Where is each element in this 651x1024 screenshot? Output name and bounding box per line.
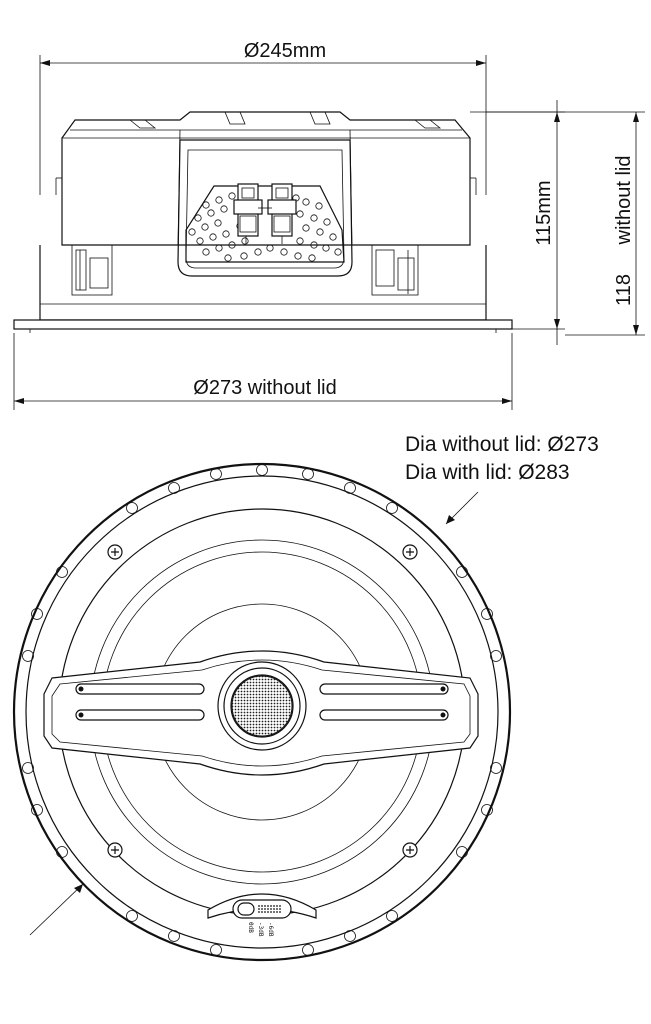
dim-top-245: Ø245mm: [39, 40, 487, 195]
dim-bottom-273: Ø273 without lid: [13, 333, 513, 410]
rim-holes: [22, 464, 502, 956]
side-view: Ø245mm: [13, 40, 645, 410]
note-dia-with-lid: Dia with lid: Ø283: [405, 461, 570, 484]
vent-holes: [188, 192, 342, 262]
screws: [107, 544, 418, 858]
dim-height-outer-note: without lid: [613, 156, 635, 246]
dim-height-outer-label: 118: [613, 274, 635, 306]
mount-clamp-right: [371, 244, 419, 296]
dim-height-115: 115mm: [470, 100, 565, 345]
terminal-posts: [233, 183, 297, 244]
level-switch-knob[interactable]: [237, 902, 255, 916]
level-switch: 0dB -3dB -6dB: [207, 893, 317, 937]
switch-label-0db: 0dB: [247, 922, 254, 933]
leader-line-lower: [29, 883, 84, 936]
speaker-body-side: [13, 111, 513, 333]
switch-label-3db: -3dB: [257, 922, 264, 937]
mount-clamp-left: [71, 244, 113, 296]
front-view: Dia without lid: Ø273 Dia with lid: Ø283: [12, 433, 599, 962]
dim-bottom-label: Ø273 without lid: [193, 377, 336, 399]
dim-height-inner-label: 115mm: [533, 180, 555, 245]
dim-height-118: 118 without lid: [486, 111, 645, 336]
tweeter-mesh: [231, 675, 293, 737]
switch-label-6db: -6dB: [267, 922, 274, 937]
note-dia-without-lid: Dia without lid: Ø273: [405, 433, 599, 456]
outer-rim: [12, 462, 512, 962]
dim-top-label: Ø245mm: [244, 40, 326, 62]
